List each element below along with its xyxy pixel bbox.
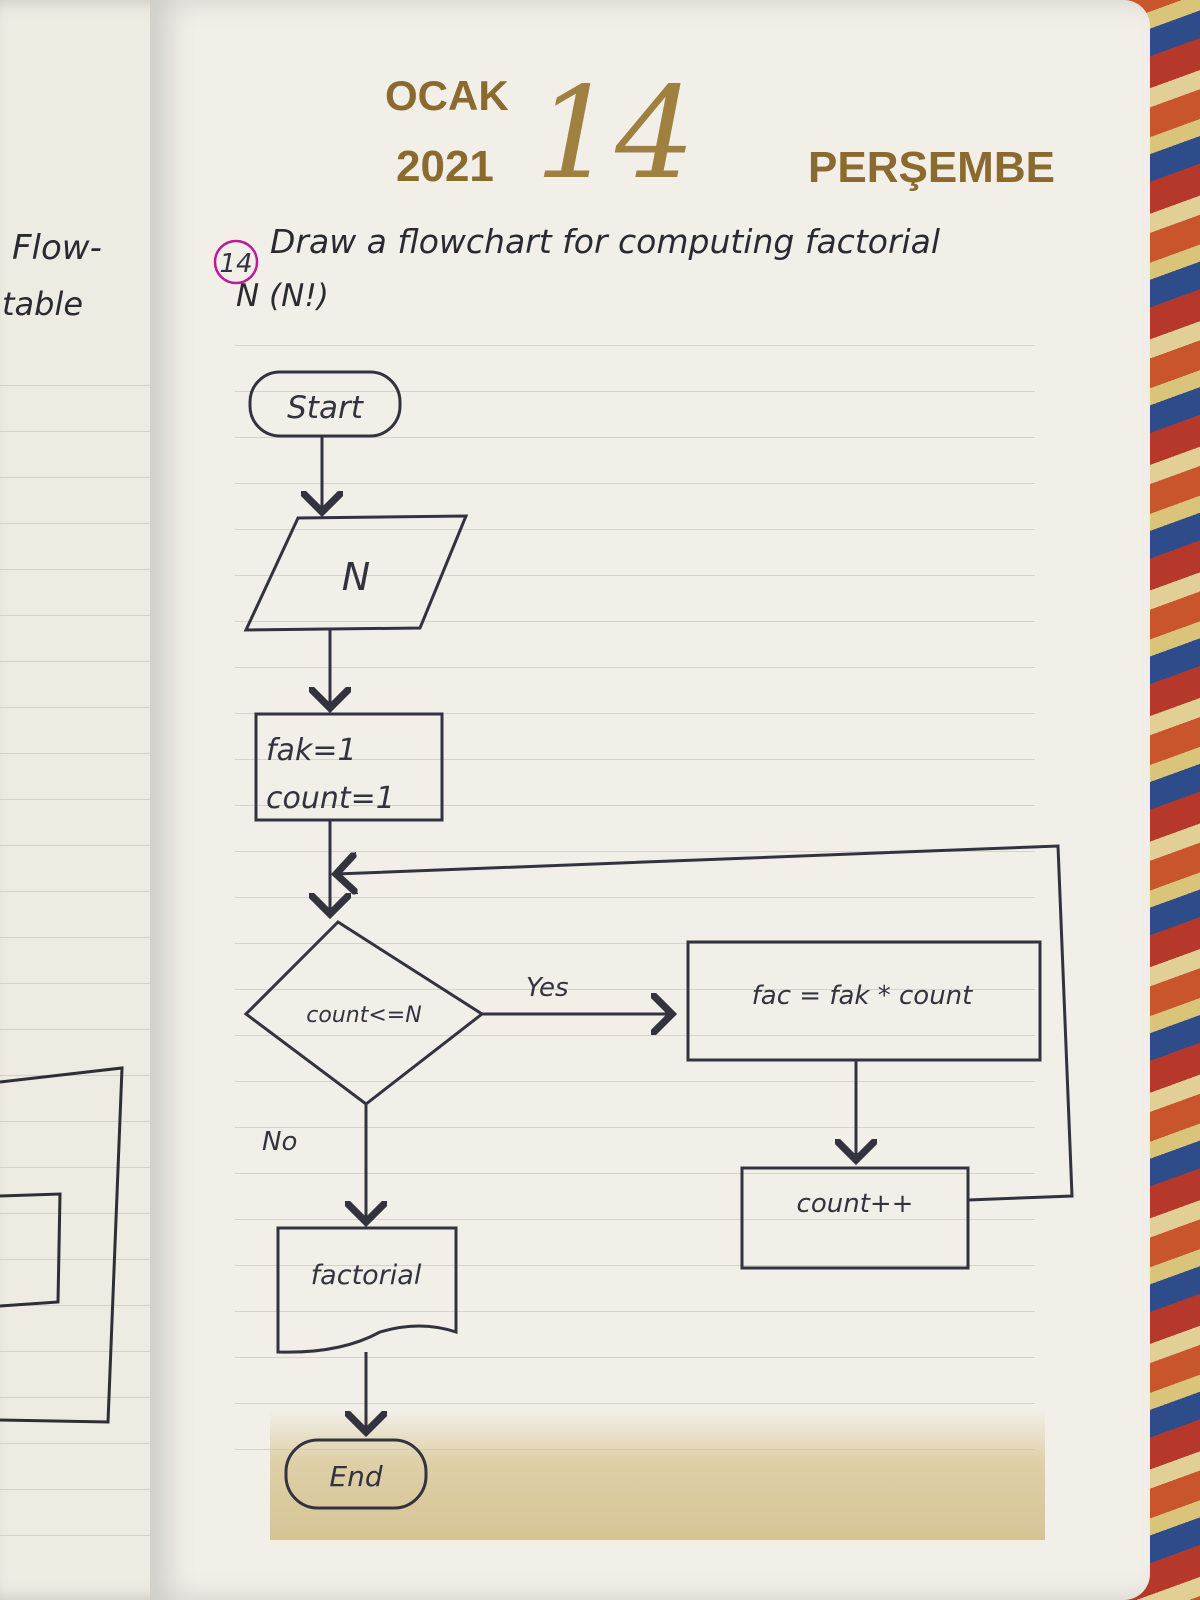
left-note-line2: table <box>2 285 84 323</box>
increment-label: count++ <box>797 1189 914 1219</box>
page-rules <box>235 300 1035 1450</box>
left-page-rules <box>0 340 165 1540</box>
init-process-box <box>254 712 444 822</box>
input-label: N <box>342 555 370 599</box>
exercise-number: 14 <box>219 249 252 279</box>
start-label: Start <box>287 390 365 426</box>
no-label: No <box>262 1127 297 1157</box>
output-document <box>276 1226 458 1354</box>
increment-process-box <box>740 1166 970 1270</box>
exercise-prompt-line2: N (N!) <box>236 278 329 314</box>
multiply-label: fac = fak * count <box>752 981 974 1011</box>
end-terminal <box>284 1438 428 1510</box>
yes-label: Yes <box>526 973 569 1003</box>
arrow-loop-back <box>336 844 1074 1202</box>
palace-skyline-illustration <box>270 1410 1045 1540</box>
planner-year: 2021 <box>396 142 494 191</box>
init-line1: fak=1 <box>266 733 357 768</box>
left-note-line1: Flow- <box>12 228 102 268</box>
left-partial-box <box>0 1066 124 1424</box>
end-label: End <box>329 1460 382 1493</box>
planner-weekday: PERŞEMBE <box>808 143 1055 192</box>
left-partial-box-inner <box>0 1192 62 1308</box>
planner-day-number: 14 <box>535 60 696 207</box>
init-line2: count=1 <box>266 781 395 816</box>
planner-month: OCAK <box>385 72 509 119</box>
exercise-prompt: Draw a flowchart for computing factorial <box>270 222 941 261</box>
output-label: factorial <box>311 1260 422 1291</box>
condition-label: count<=N <box>306 1003 421 1028</box>
exercise-number-circle <box>213 239 259 285</box>
start-terminal <box>248 370 402 438</box>
multiply-process-box <box>686 940 1042 1062</box>
input-parallelogram <box>243 514 469 632</box>
